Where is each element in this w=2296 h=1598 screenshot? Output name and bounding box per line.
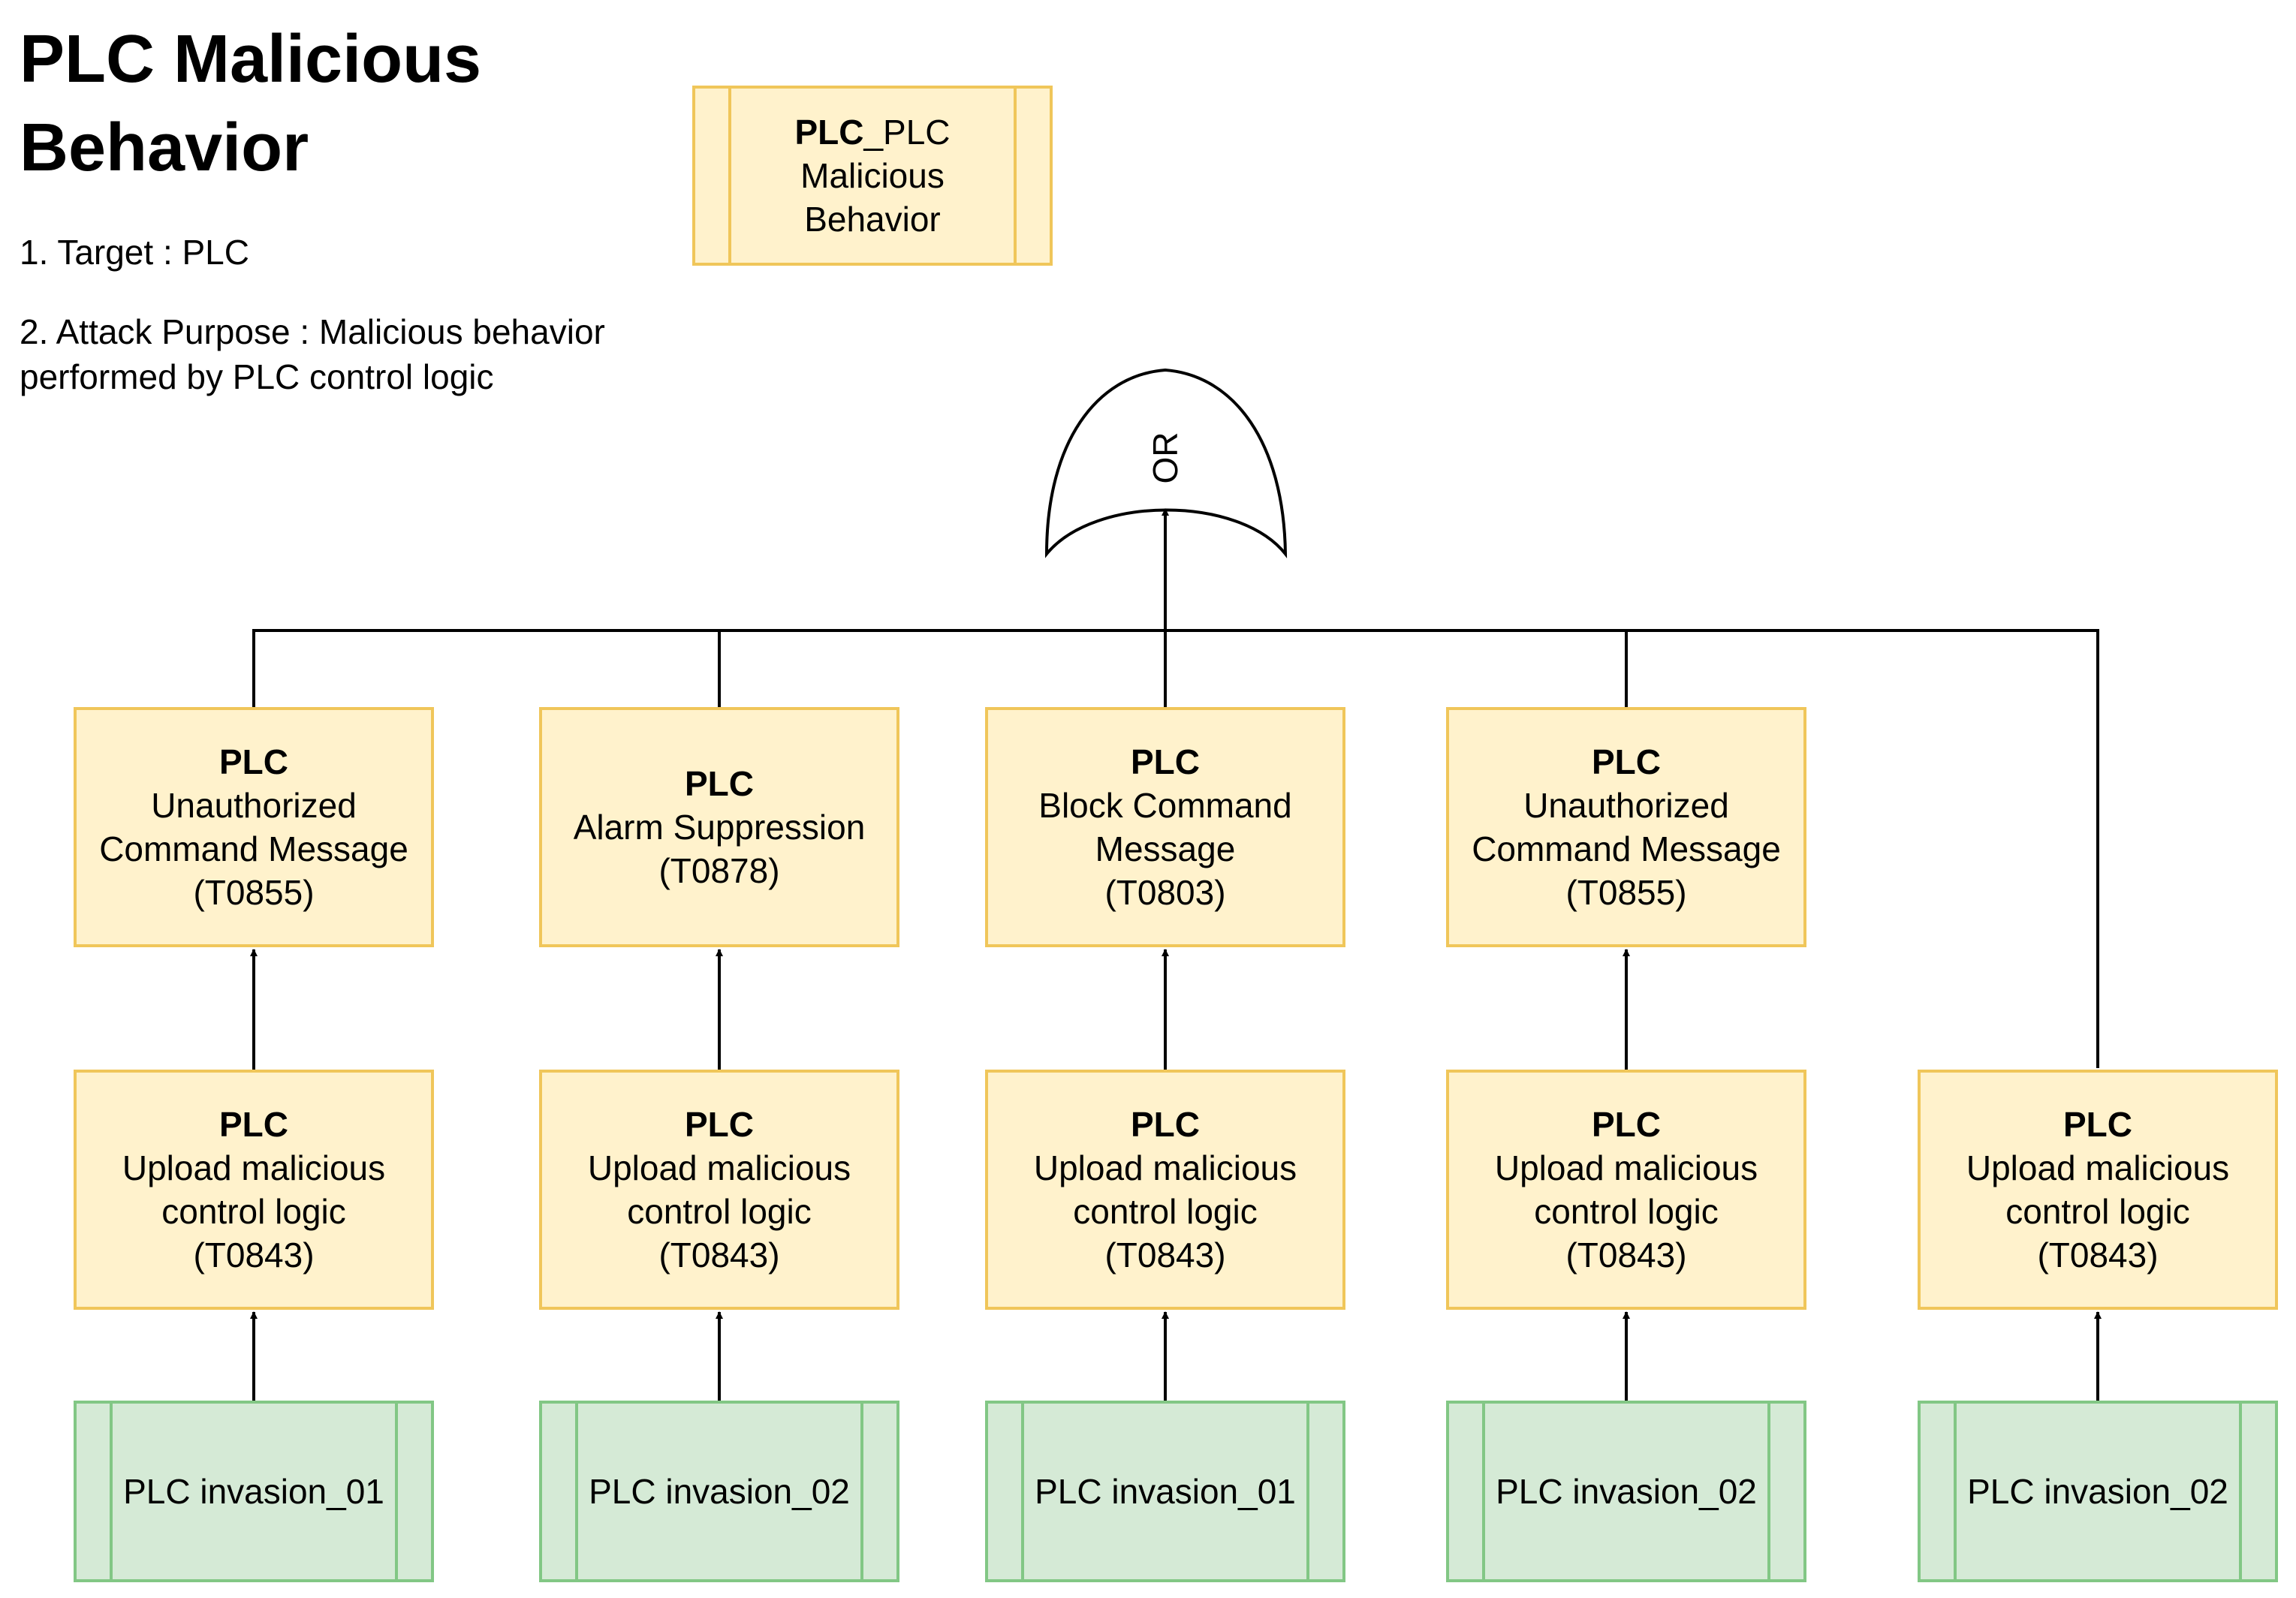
- invasion-label: PLC invasion_01: [123, 1472, 384, 1511]
- invasion-box-2[interactable]: PLC invasion_02: [539, 1401, 899, 1582]
- technique-label: Block Command Message (T0803): [1038, 786, 1292, 912]
- technique-bold-label: PLC: [1592, 742, 1661, 781]
- upload-bold-label: PLC: [1131, 1105, 1200, 1144]
- upload-box-5[interactable]: PLC Upload malicious control logic (T084…: [1918, 1070, 2278, 1310]
- upload-bold-label: PLC: [685, 1105, 754, 1144]
- upload-bold-label: PLC: [219, 1105, 288, 1144]
- legend-bold-label: PLC: [794, 113, 864, 152]
- invasion-label: PLC invasion_01: [1035, 1472, 1296, 1511]
- or-gate-label: OR: [1146, 432, 1185, 484]
- upload-label: Upload malicious control logic (T0843): [1966, 1148, 2230, 1274]
- technique-bold-label: PLC: [219, 742, 288, 781]
- diagram-title: PLC Malicious Behavior: [20, 22, 482, 185]
- upload-box-2[interactable]: PLC Upload malicious control logic (T084…: [539, 1070, 899, 1310]
- invasion-label: PLC invasion_02: [589, 1472, 850, 1511]
- technique-bold-label: PLC: [1131, 742, 1200, 781]
- invasion-box-3[interactable]: PLC invasion_01: [985, 1401, 1345, 1582]
- upload-box-3[interactable]: PLC Upload malicious control logic (T084…: [985, 1070, 1345, 1310]
- invasion-label: PLC invasion_02: [1967, 1472, 2228, 1511]
- or-gate-bus-line: [252, 629, 2099, 1068]
- technique-box-1[interactable]: PLC Unauthorized Command Message (T0855): [74, 707, 434, 947]
- upload-label: Upload malicious control logic (T0843): [1494, 1148, 1758, 1274]
- legend-label: _PLC Malicious Behavior: [800, 113, 951, 239]
- technique-box-4[interactable]: PLC Unauthorized Command Message (T0855): [1446, 707, 1806, 947]
- upload-box-1[interactable]: PLC Upload malicious control logic (T084…: [74, 1070, 434, 1310]
- technique-box-3[interactable]: PLC Block Command Message (T0803): [985, 707, 1345, 947]
- upload-label: Upload malicious control logic (T0843): [122, 1148, 386, 1274]
- technique-label: Alarm Suppression (T0878): [573, 808, 866, 890]
- upload-label: Upload malicious control logic (T0843): [587, 1148, 851, 1274]
- target-info: 1. Target : PLC: [20, 233, 249, 272]
- upload-bold-label: PLC: [2063, 1105, 2132, 1144]
- invasion-label: PLC invasion_02: [1496, 1472, 1757, 1511]
- technique-bold-label: PLC: [685, 764, 754, 803]
- technique-box-2[interactable]: PLC Alarm Suppression (T0878): [539, 707, 899, 947]
- attack-purpose-info: 2. Attack Purpose : Malicious behavior p…: [20, 312, 605, 396]
- upload-box-4[interactable]: PLC Upload malicious control logic (T084…: [1446, 1070, 1806, 1310]
- upload-bold-label: PLC: [1592, 1105, 1661, 1144]
- technique-label: Unauthorized Command Message (T0855): [1472, 786, 1781, 912]
- invasion-box-4[interactable]: PLC invasion_02: [1446, 1401, 1806, 1582]
- invasion-box-1[interactable]: PLC invasion_01: [74, 1401, 434, 1582]
- invasion-box-5[interactable]: PLC invasion_02: [1918, 1401, 2278, 1582]
- legend-subprocess-box[interactable]: PLC_PLC Malicious Behavior: [692, 86, 1053, 266]
- technique-label: Unauthorized Command Message (T0855): [99, 786, 408, 912]
- upload-label: Upload malicious control logic (T0843): [1033, 1148, 1297, 1274]
